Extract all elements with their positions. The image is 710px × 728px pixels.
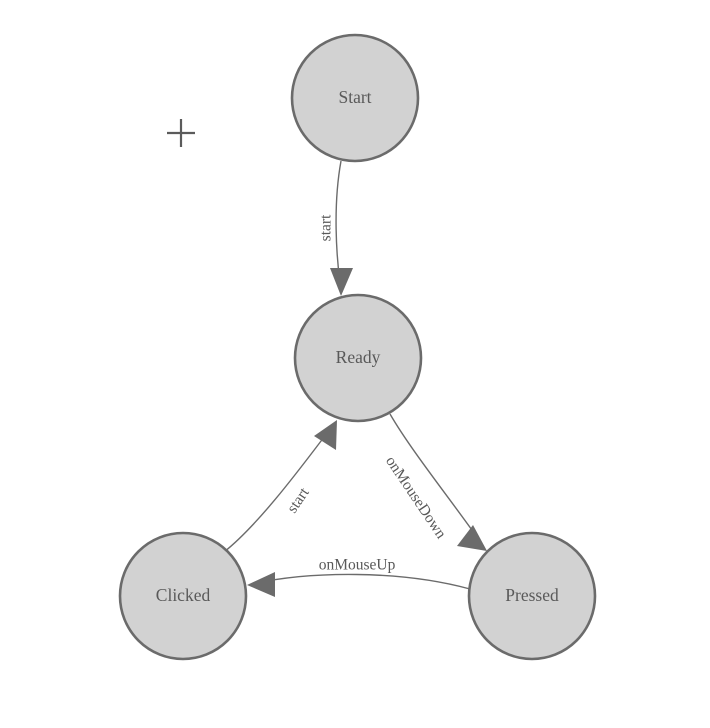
edge-label: onMouseDown: [382, 453, 450, 542]
arrowhead-icon: [314, 420, 337, 450]
edge-label-group: start: [318, 214, 335, 241]
edge-label: onMouseUp: [319, 557, 396, 574]
node-label: Pressed: [505, 585, 559, 605]
edge-label-group: onMouseDown: [382, 453, 450, 542]
node-shape: [290, 33, 420, 163]
node-clicked[interactable]: Clicked: [118, 531, 248, 661]
edge-ready-to-pressed[interactable]: onMouseDown: [382, 413, 487, 551]
node-label: Start: [338, 87, 371, 107]
crosshair-icon: [167, 119, 195, 147]
edge-pressed-to-clicked[interactable]: onMouseUp: [247, 557, 471, 597]
node-shape: [293, 293, 423, 423]
edge-path: [251, 573, 471, 590]
node-ready[interactable]: Ready: [293, 293, 423, 423]
edge-path: [223, 423, 335, 553]
edge-label: start: [284, 484, 313, 516]
arrowhead-icon: [330, 268, 353, 296]
node-shape: [118, 531, 248, 661]
arrowhead-icon: [457, 525, 487, 551]
node-label: Clicked: [156, 585, 211, 605]
node-pressed[interactable]: Pressed: [467, 531, 597, 661]
edge-start-to-ready[interactable]: start: [318, 160, 353, 296]
edge-label: start: [318, 214, 335, 241]
edge-label-group: start: [284, 484, 313, 516]
arrowhead-icon: [247, 572, 275, 597]
node-label: Ready: [336, 347, 381, 367]
edge-label-group: onMouseUp: [319, 557, 396, 574]
node-start[interactable]: Start: [290, 33, 420, 163]
node-shape: [467, 531, 597, 661]
edge-clicked-to-ready[interactable]: start: [223, 420, 337, 553]
